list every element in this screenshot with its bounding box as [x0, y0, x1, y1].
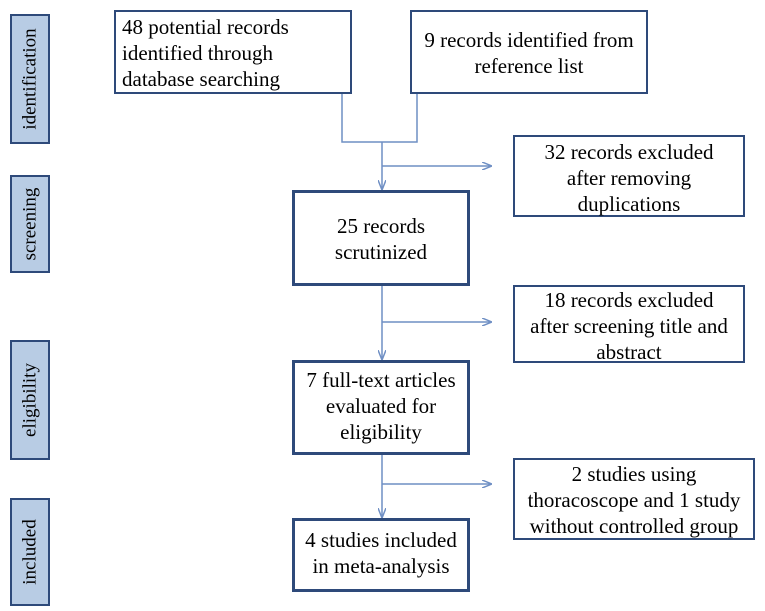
box-database-search-text: 48 potential records identified through … — [122, 15, 289, 91]
box-included-studies: 4 studies included in meta-analysis — [292, 518, 470, 592]
phase-eligibility-label: eligibility — [19, 363, 41, 437]
box-scrutinized: 25 records scrutinized — [292, 190, 470, 286]
box-database-search: 48 potential records identified through … — [114, 10, 352, 94]
box-excluded-thoracoscope: 2 studies using thoracoscope and 1 study… — [513, 458, 755, 540]
connector-reference-down — [382, 94, 418, 143]
phase-screening: screening — [10, 175, 50, 273]
box-excluded-thoracoscope-text: 2 studies using thoracoscope and 1 study… — [527, 462, 741, 538]
box-excluded-title-abstract-text: 18 records excluded after screening titl… — [530, 288, 728, 364]
box-excluded-duplicates-text: 32 records excluded after removing dupli… — [544, 140, 714, 216]
connector-database-down — [341, 94, 382, 143]
box-full-text-text: 7 full-text articles evaluated for eligi… — [306, 368, 456, 444]
phase-included-label: included — [19, 519, 41, 585]
box-included-studies-text: 4 studies included in meta-analysis — [305, 528, 457, 578]
phase-identification-label: identification — [19, 28, 41, 130]
box-scrutinized-text: 25 records scrutinized — [334, 214, 428, 264]
phase-screening-label: screening — [19, 187, 41, 261]
phase-identification: identification — [10, 14, 50, 144]
box-reference-list: 9 records identified from reference list — [410, 10, 648, 94]
box-reference-list-text: 9 records identified from reference list — [424, 28, 634, 78]
box-excluded-duplicates: 32 records excluded after removing dupli… — [513, 135, 745, 217]
phase-included: included — [10, 498, 50, 606]
box-full-text: 7 full-text articles evaluated for eligi… — [292, 360, 470, 455]
box-excluded-title-abstract: 18 records excluded after screening titl… — [513, 285, 745, 364]
phase-eligibility: eligibility — [10, 340, 50, 460]
